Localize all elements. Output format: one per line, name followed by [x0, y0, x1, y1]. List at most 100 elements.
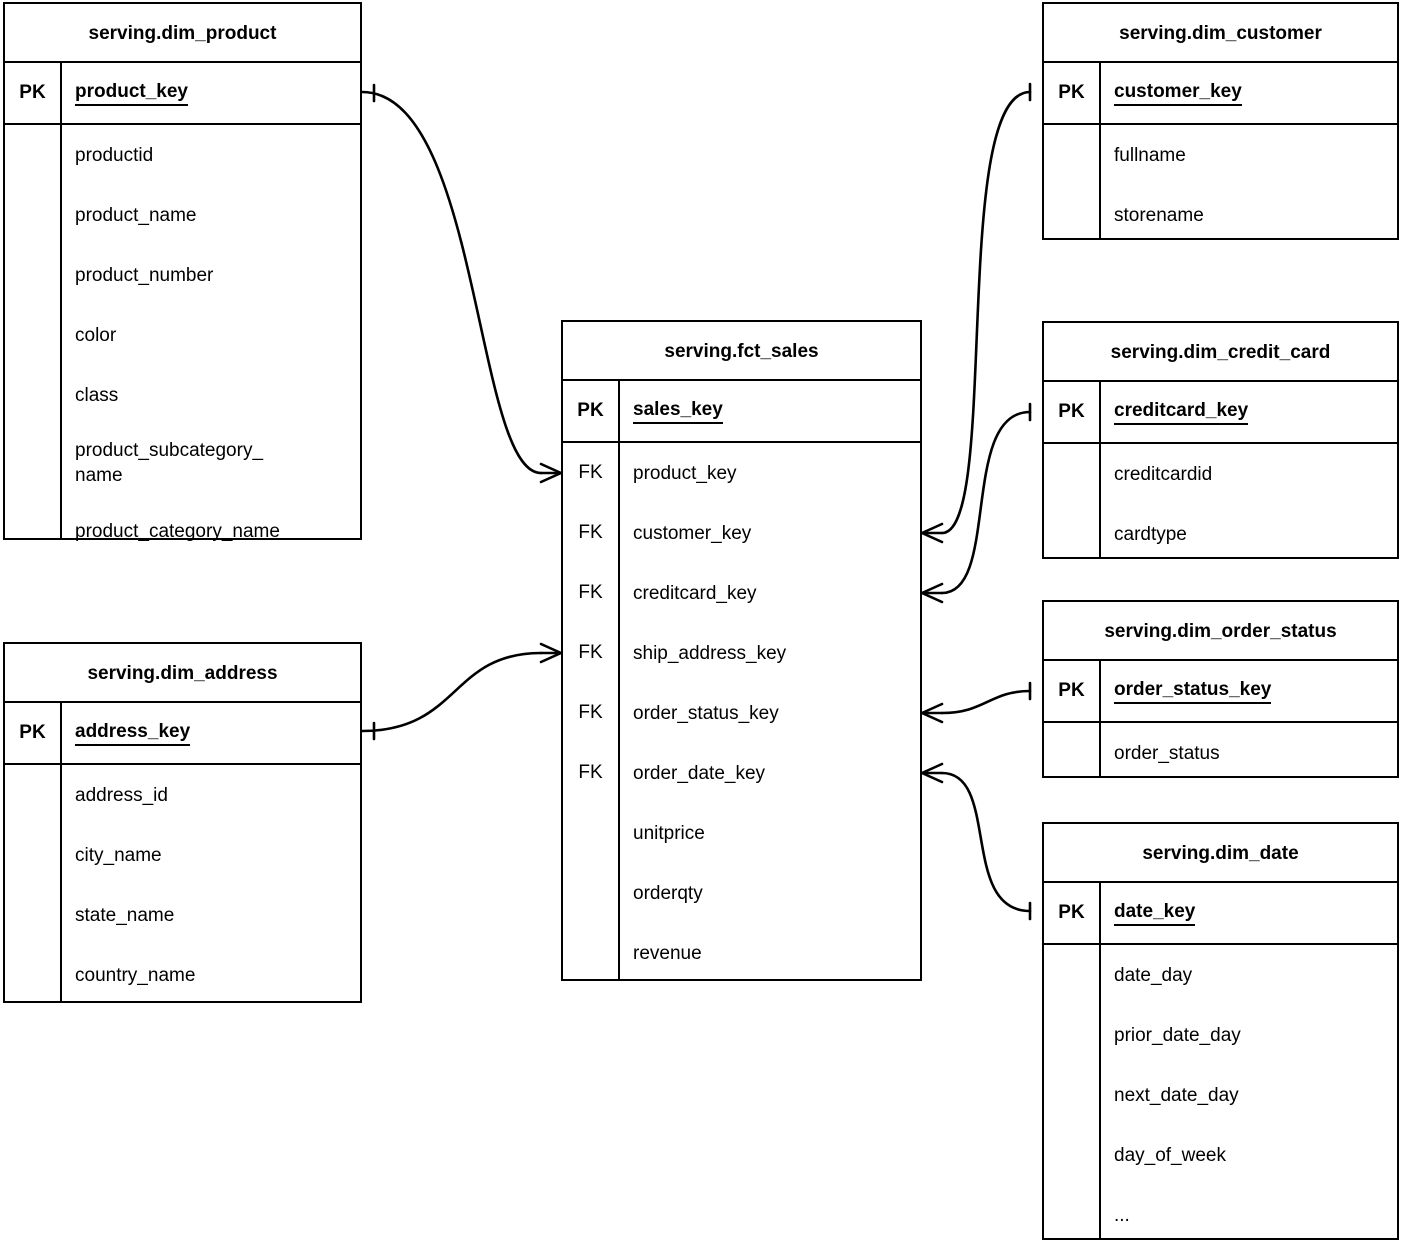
crowsfoot-customer	[920, 522, 944, 544]
entity-title-dim-address: serving.dim_address	[5, 644, 360, 703]
pk-field-name: customer_key	[1101, 63, 1397, 123]
pk-field-name: creditcard_key	[1101, 382, 1397, 442]
field-list-dim-order-status: order_status	[1044, 723, 1397, 776]
pk-label: PK	[1044, 661, 1101, 721]
field-column: fullname storename	[1101, 125, 1397, 238]
crowsfoot-date	[920, 762, 944, 784]
field-row: creditcard_key	[633, 582, 757, 604]
pk-row-dim-order-status: PK order_status_key	[1044, 661, 1397, 723]
relationship-line-product	[360, 90, 543, 475]
key-gutter	[1044, 723, 1101, 776]
field-list-dim-product: productid product_name product_number co…	[5, 125, 360, 542]
field-list-dim-address: address_id city_name state_name country_…	[5, 765, 360, 1001]
pk-row-fct-sales: PK sales_key	[563, 381, 920, 443]
field-row: creditcardid	[1114, 463, 1213, 485]
pk-field-name: address_key	[62, 703, 360, 763]
field-row: unitprice	[633, 822, 705, 844]
entity-dim-address[interactable]: serving.dim_address PK address_key addre…	[3, 642, 362, 1003]
entity-dim-customer[interactable]: serving.dim_customer PK customer_key ful…	[1042, 2, 1399, 240]
field-row: class	[75, 384, 119, 406]
field-row: product_name	[75, 204, 197, 226]
crowsfoot-creditcard	[920, 582, 944, 604]
field-row: order_date_key	[633, 762, 766, 784]
field-row: state_name	[75, 904, 175, 926]
crowsfoot-orderstatus	[920, 702, 944, 724]
entity-title-fct-sales: serving.fct_sales	[563, 322, 920, 381]
key-gutter	[1044, 444, 1101, 557]
relationship-line-date	[940, 771, 1032, 913]
field-row: address_id	[75, 784, 168, 806]
entity-title-dim-date: serving.dim_date	[1044, 824, 1397, 883]
field-row: product_key	[633, 462, 737, 484]
fk-label: FK	[578, 582, 603, 603]
entity-dim-product[interactable]: serving.dim_product PK product_key produ…	[3, 2, 362, 542]
pk-label: PK	[1044, 883, 1101, 943]
key-gutter	[1044, 125, 1101, 238]
pk-field-name: sales_key	[620, 381, 920, 441]
field-column: order_status	[1101, 723, 1397, 776]
pk-label: PK	[5, 703, 62, 763]
relationship-line-address	[360, 651, 543, 733]
field-row: next_date_day	[1114, 1084, 1239, 1106]
pk-row-dim-date: PK date_key	[1044, 883, 1397, 945]
field-row: orderqty	[633, 882, 703, 904]
key-gutter	[5, 125, 62, 538]
key-gutter: FK FK FK FK FK FK	[563, 443, 620, 979]
field-row: ship_address_key	[633, 642, 787, 664]
field-row: productid	[75, 144, 154, 166]
field-list-dim-date: date_day prior_date_day next_date_day da…	[1044, 945, 1397, 1238]
pk-field-name: product_key	[62, 63, 360, 123]
field-row: order_status_key	[633, 702, 779, 724]
pk-label: PK	[5, 63, 62, 123]
field-row: customer_key	[633, 522, 752, 544]
field-row: country_name	[75, 964, 196, 986]
field-row: product_subcategory_ name	[75, 440, 264, 486]
pk-row-dim-product: PK product_key	[5, 63, 360, 125]
field-row: prior_date_day	[1114, 1024, 1241, 1046]
field-column: productid product_name product_number co…	[62, 125, 360, 542]
field-row: date_day	[1114, 964, 1193, 986]
field-list-dim-credit-card: creditcardid cardtype	[1044, 444, 1397, 557]
entity-title-dim-product: serving.dim_product	[5, 4, 360, 63]
fk-label: FK	[578, 702, 603, 723]
field-row: cardtype	[1114, 523, 1187, 545]
pk-row-dim-address: PK address_key	[5, 703, 360, 765]
field-row: order_status	[1114, 742, 1220, 764]
field-row: ...	[1114, 1204, 1130, 1226]
field-row: fullname	[1114, 144, 1186, 166]
fk-label: FK	[578, 522, 603, 543]
fk-label: FK	[578, 762, 603, 783]
entity-title-dim-customer: serving.dim_customer	[1044, 4, 1397, 63]
entity-title-dim-order-status: serving.dim_order_status	[1044, 602, 1397, 661]
pk-field-name: date_key	[1101, 883, 1397, 943]
fk-label: FK	[578, 642, 603, 663]
entity-dim-date[interactable]: serving.dim_date PK date_key date_day pr…	[1042, 822, 1399, 1240]
field-column: product_key customer_key creditcard_key …	[620, 443, 920, 979]
field-row: color	[75, 324, 117, 346]
relationship-line-creditcard	[940, 410, 1032, 595]
field-column: date_day prior_date_day next_date_day da…	[1101, 945, 1397, 1238]
pk-field-name: order_status_key	[1101, 661, 1397, 721]
pk-row-dim-customer: PK customer_key	[1044, 63, 1397, 125]
key-gutter	[1044, 945, 1101, 1238]
pk-row-dim-credit-card: PK creditcard_key	[1044, 382, 1397, 444]
entity-dim-credit-card[interactable]: serving.dim_credit_card PK creditcard_ke…	[1042, 321, 1399, 559]
pk-label: PK	[563, 381, 620, 441]
field-row: product_category_name	[75, 520, 280, 542]
relationship-line-orderstatus	[940, 689, 1032, 715]
field-row: storename	[1114, 204, 1204, 226]
pk-label: PK	[1044, 63, 1101, 123]
field-column: address_id city_name state_name country_…	[62, 765, 360, 1001]
field-row: revenue	[633, 942, 702, 964]
field-row: product_number	[75, 264, 214, 286]
relationship-line-customer	[940, 90, 1032, 535]
crowsfoot-product	[539, 462, 563, 484]
pk-label: PK	[1044, 382, 1101, 442]
field-list-dim-customer: fullname storename	[1044, 125, 1397, 238]
entity-fct-sales[interactable]: serving.fct_sales PK sales_key FK FK FK …	[561, 320, 922, 981]
entity-dim-order-status[interactable]: serving.dim_order_status PK order_status…	[1042, 600, 1399, 778]
fk-label: FK	[578, 462, 603, 483]
entity-title-dim-credit-card: serving.dim_credit_card	[1044, 323, 1397, 382]
field-column: creditcardid cardtype	[1101, 444, 1397, 557]
